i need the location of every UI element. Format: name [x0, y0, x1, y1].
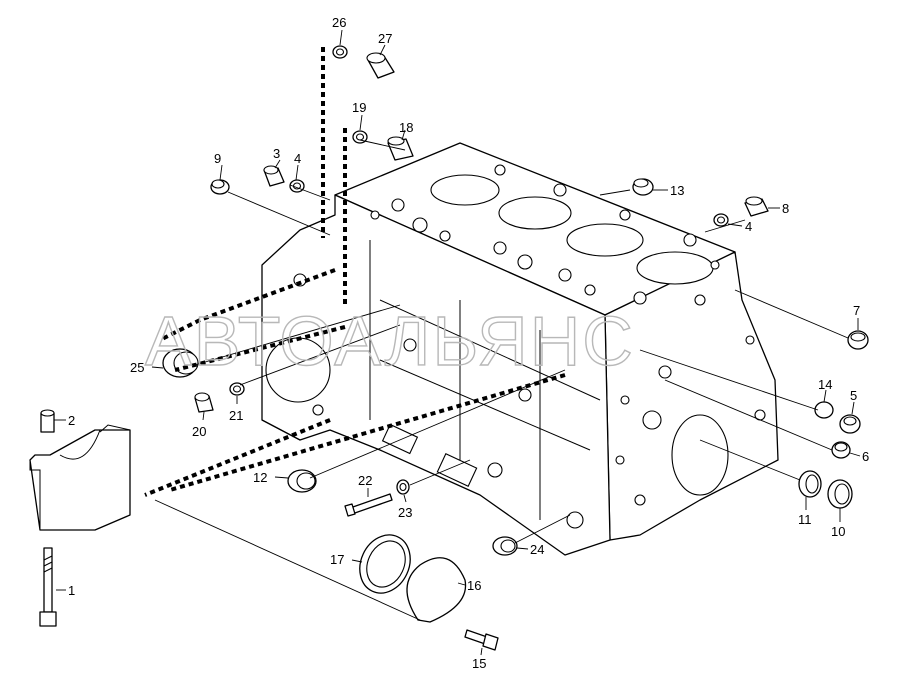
- cover-16: [406, 557, 467, 623]
- callout-22: 22: [358, 473, 372, 488]
- plug-9: [210, 179, 230, 195]
- seal-ring-10: [827, 479, 853, 509]
- plug-5: [839, 414, 861, 434]
- leader-lines: [54, 29, 861, 656]
- washer-26: [332, 45, 348, 59]
- bolt-22: [344, 493, 393, 517]
- cylinder-block: [261, 142, 779, 556]
- callout-1: 1: [68, 583, 75, 598]
- callout-4-lower: 4: [745, 219, 752, 234]
- washer-4-lower: [713, 213, 729, 227]
- bolt-20: [194, 392, 214, 413]
- callout-15: 15: [472, 656, 486, 671]
- plug-6: [831, 441, 851, 459]
- callout-23: 23: [398, 505, 412, 520]
- bolt-15: [464, 629, 499, 651]
- callout-21: 21: [229, 408, 243, 423]
- callout-20: 20: [192, 424, 206, 439]
- callout-labels: 2 1 9 3 4 26 27 19 18 13 8 4 7 14 5 6 11…: [68, 15, 869, 671]
- bearing-cap-dowel: [40, 409, 55, 433]
- callout-18: 18: [399, 120, 413, 135]
- callout-10: 10: [831, 524, 845, 539]
- callout-25: 25: [130, 360, 144, 375]
- callout-7: 7: [853, 303, 860, 318]
- callout-16: 16: [467, 578, 481, 593]
- callout-17: 17: [330, 552, 344, 567]
- plug-13: [632, 178, 654, 196]
- seal-ring-11: [798, 470, 822, 498]
- callout-9: 9: [214, 151, 221, 166]
- washer-4-upper: [289, 179, 305, 193]
- gasket-ring-17: [359, 534, 411, 594]
- bushing-25: [162, 348, 199, 378]
- callout-19: 19: [352, 100, 366, 115]
- seal-12: [287, 469, 317, 493]
- callout-24: 24: [530, 542, 544, 557]
- callout-14: 14: [818, 377, 832, 392]
- callout-6: 6: [862, 449, 869, 464]
- callout-5: 5: [850, 388, 857, 403]
- callout-13: 13: [670, 183, 684, 198]
- callout-11: 11: [798, 512, 812, 527]
- watermark-text: АВТОАЛЬЯНС: [145, 302, 635, 380]
- main-bearing-cap: [29, 424, 131, 531]
- washer-23: [396, 479, 410, 495]
- main-bearing-bolt: [39, 547, 57, 627]
- callout-26: 26: [332, 15, 346, 30]
- callout-8: 8: [782, 201, 789, 216]
- callout-27: 27: [378, 31, 392, 46]
- bolt-18: [387, 136, 414, 161]
- callout-3: 3: [273, 146, 280, 161]
- seal-24: [492, 536, 518, 556]
- plug-7: [847, 330, 869, 350]
- callout-2: 2: [68, 413, 75, 428]
- washer-21: [229, 382, 245, 396]
- bolt-8: [744, 196, 769, 217]
- callout-4-upper: 4: [294, 151, 301, 166]
- callout-12: 12: [253, 470, 267, 485]
- bolt-27: [366, 52, 395, 79]
- bolt-3: [263, 165, 285, 187]
